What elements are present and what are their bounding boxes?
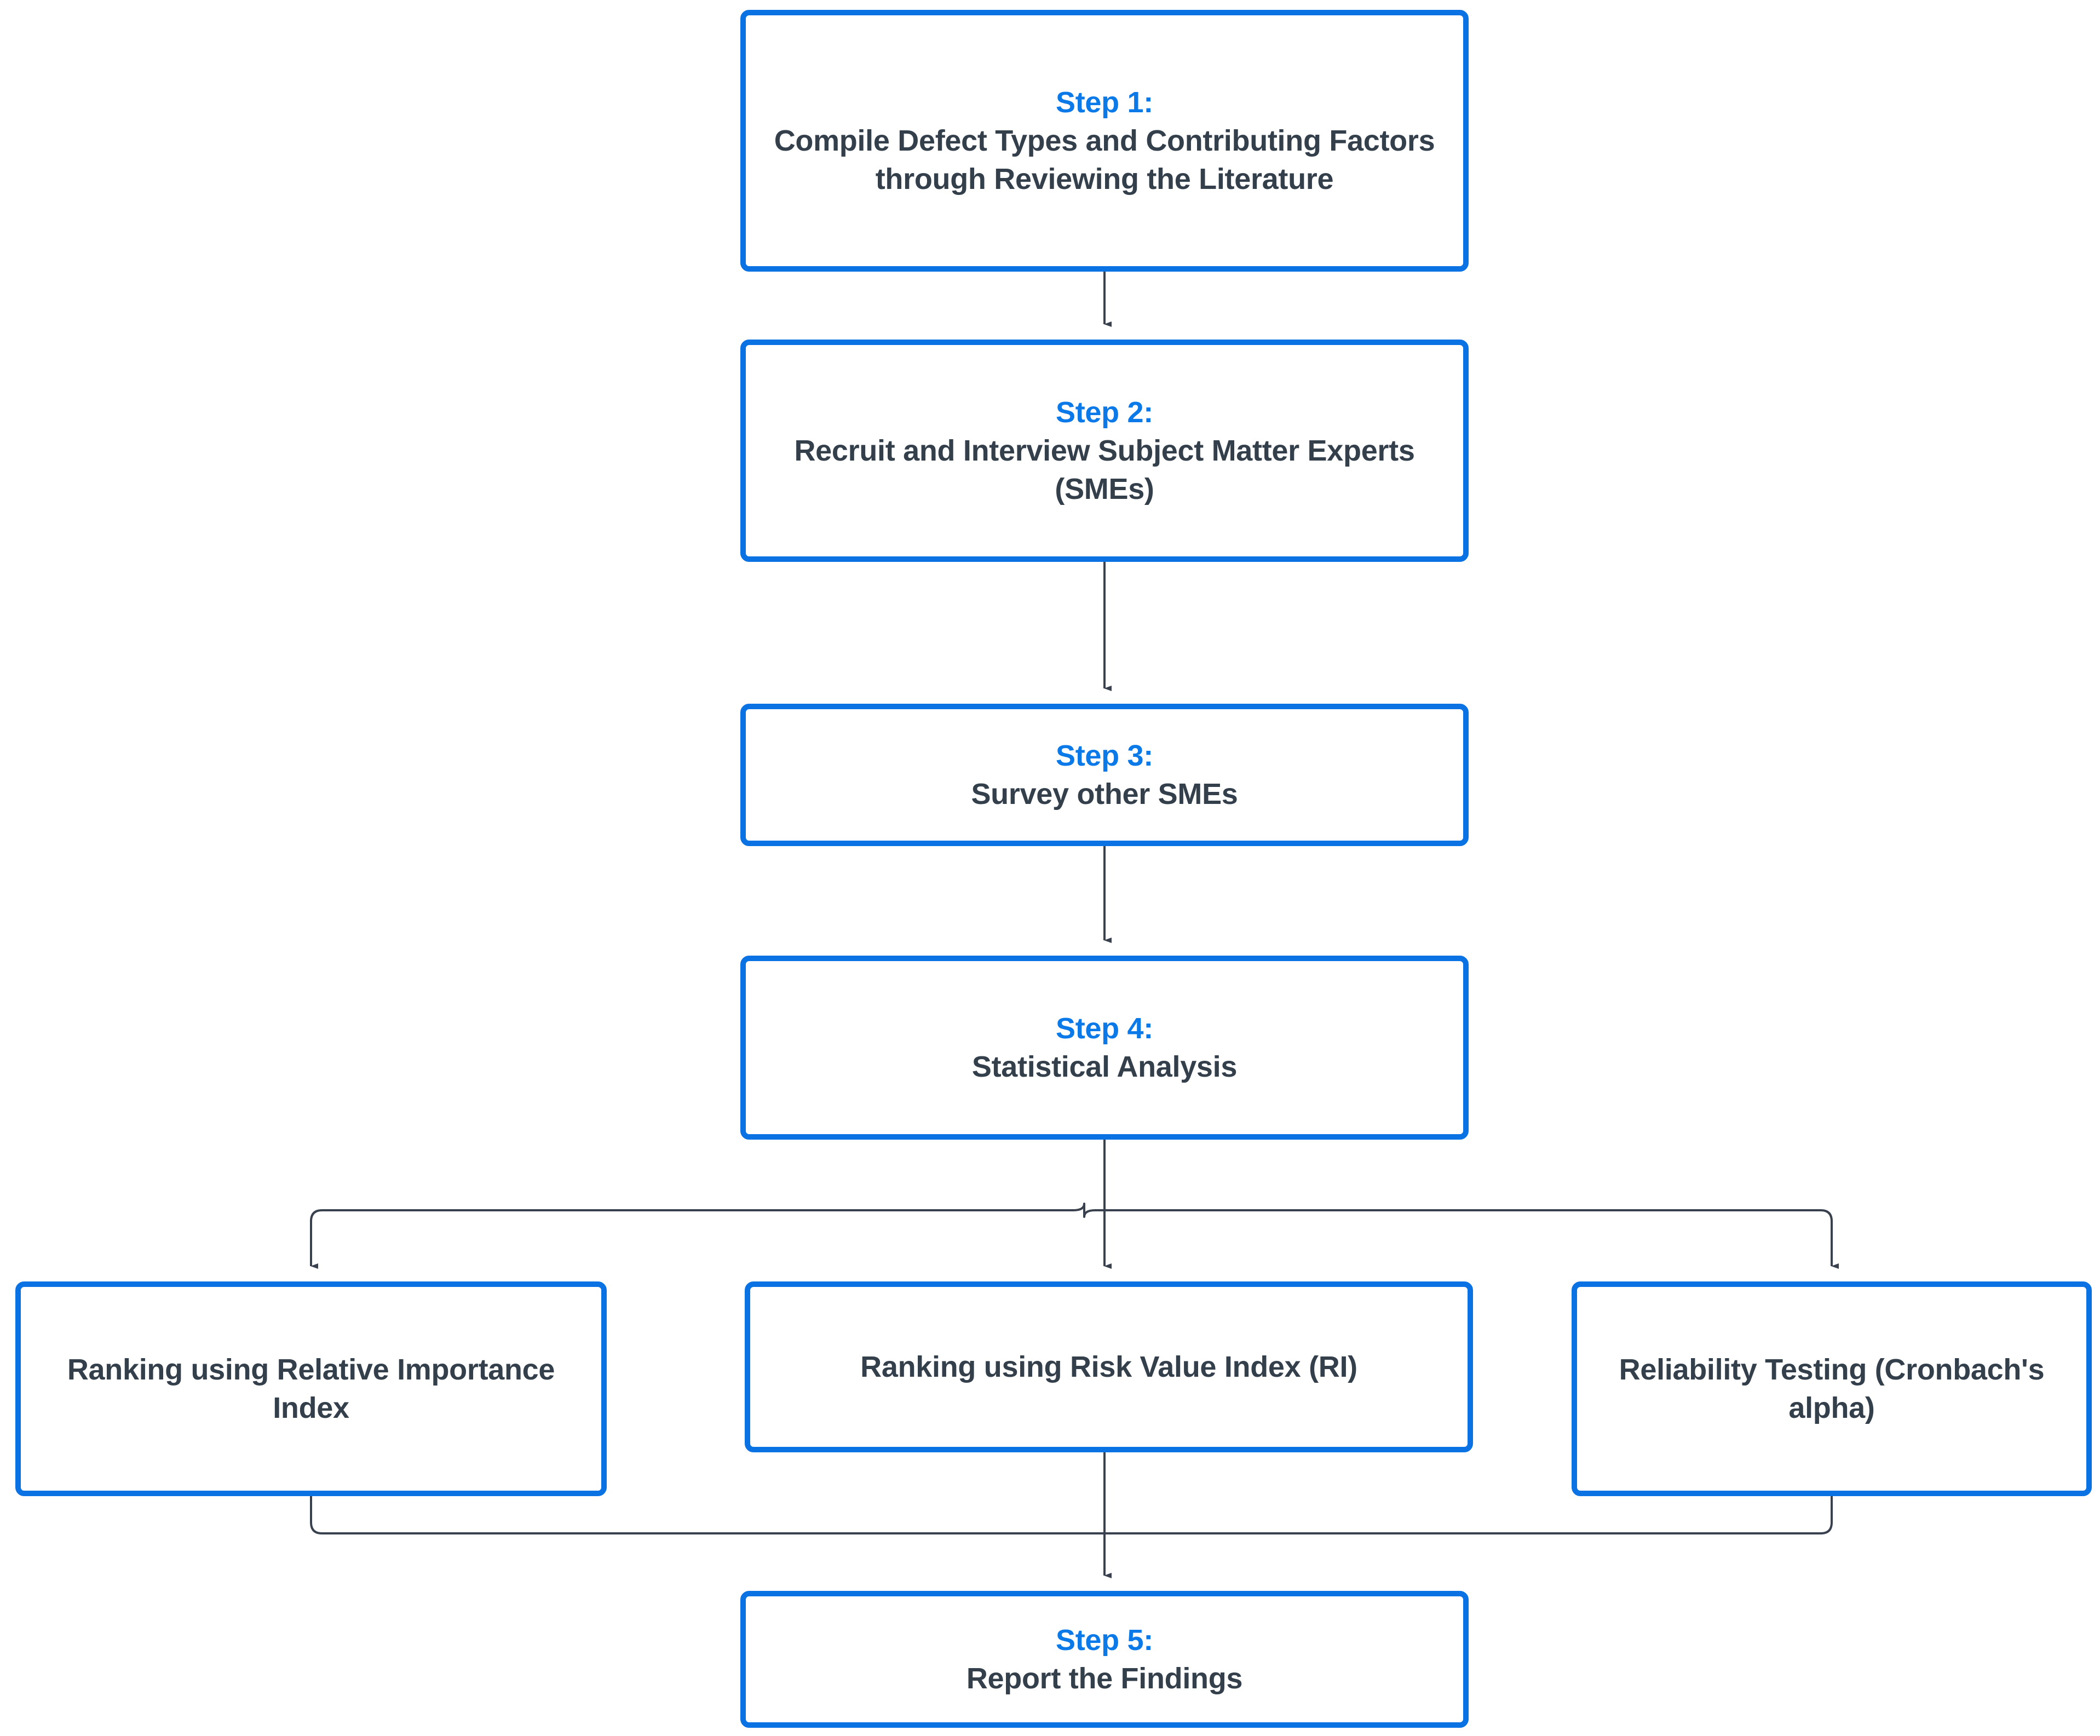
node-step3-step-label: Step 3: [1056, 739, 1153, 772]
node-step3[interactable]: Step 3: Survey other SMEs [740, 704, 1469, 846]
node-step4-title: Statistical Analysis [971, 1050, 1238, 1083]
node-step1-step-label: Step 1: [1056, 85, 1153, 119]
node-ranking-risk-value-index-title: Ranking using Risk Value Index (RI) [860, 1350, 1357, 1383]
node-step5-title: Report the Findings [966, 1662, 1243, 1695]
node-reliability-testing-title: Reliability Testing (Cronbach's alpha) [1619, 1353, 2045, 1424]
node-step4-step-label: Step 4: [1056, 1011, 1153, 1045]
node-step5[interactable]: Step 5: Report the Findings [740, 1591, 1469, 1728]
node-step2-title: Recruit and Interview Subject Matter Exp… [794, 434, 1415, 506]
node-step5-step-label: Step 5: [1056, 1623, 1153, 1657]
node-step2-step-label: Step 2: [1056, 395, 1153, 429]
node-ranking-relative-importance-index[interactable]: Ranking using Relative Importance Index [15, 1281, 607, 1496]
node-step1-title: Compile Defect Types and Contributing Fa… [774, 124, 1435, 196]
node-step2[interactable]: Step 2: Recruit and Interview Subject Ma… [740, 340, 1469, 562]
edge-step4-rii [310, 1203, 1104, 1269]
node-ranking-relative-importance-index-title: Ranking using Relative Importance Index [67, 1353, 555, 1424]
node-step3-title: Survey other SMEs [971, 778, 1238, 810]
edge-reliability-step5 [1104, 1496, 1833, 1534]
node-reliability-testing[interactable]: Reliability Testing (Cronbach's alpha) [1572, 1281, 2092, 1496]
node-step1[interactable]: Step 1: Compile Defect Types and Contrib… [740, 10, 1469, 272]
node-ranking-risk-value-index[interactable]: Ranking using Risk Value Index (RI) [745, 1281, 1473, 1452]
node-step4[interactable]: Step 4: Statistical Analysis [740, 956, 1469, 1140]
edge-step4-reliability [1104, 1209, 1839, 1269]
edge-rii-step5 [310, 1496, 1104, 1534]
